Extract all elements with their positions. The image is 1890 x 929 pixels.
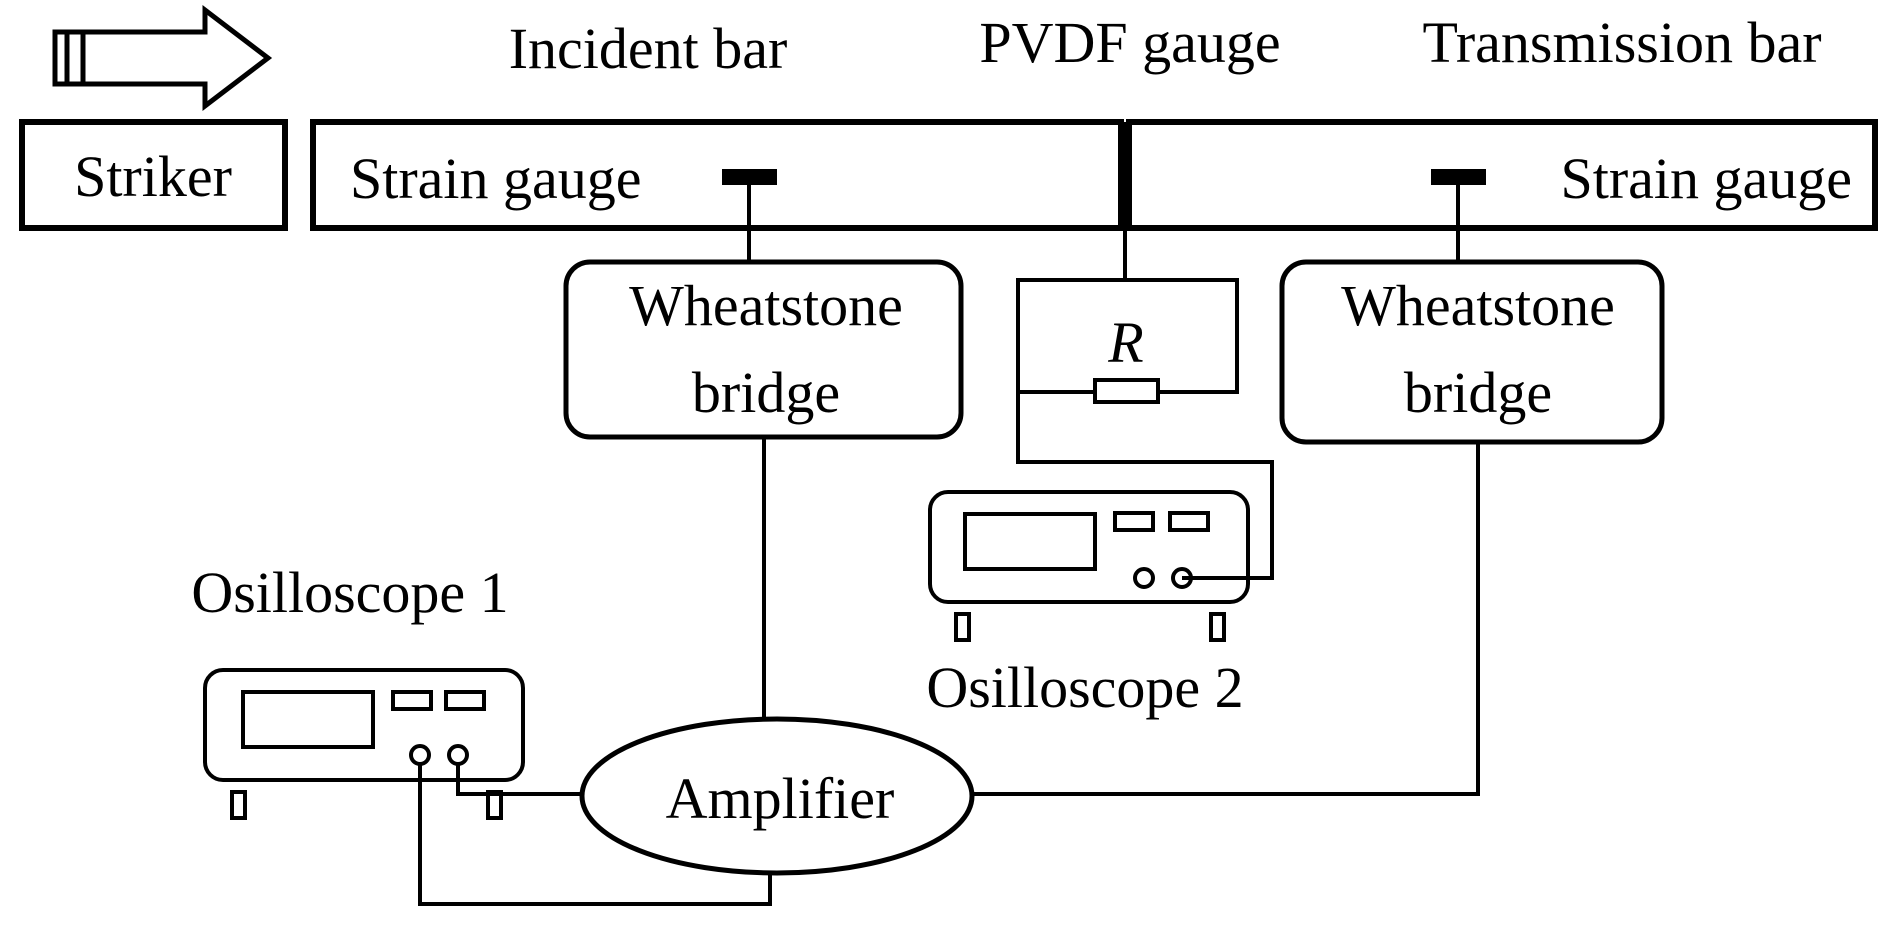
amplifier-wires: [418, 437, 1480, 906]
transmission-bar-label: Transmission bar: [1422, 10, 1821, 75]
oscilloscope-2-label: Osilloscope 2: [926, 655, 1243, 720]
amplifier-label: Amplifier: [666, 766, 895, 831]
strain-gauge-left-label: Strain gauge: [350, 146, 642, 211]
wheatstone-left-line1: Wheatstone: [629, 273, 903, 338]
resistor-label: R: [1107, 310, 1143, 375]
striker-label: Striker: [74, 144, 232, 209]
strain-gauge-right-icon: [1431, 169, 1486, 185]
transmission-bar: [1126, 119, 1878, 231]
strain-gauge-left-icon: [722, 169, 777, 185]
resistor-circuit: [1016, 278, 1274, 580]
resistor-icon: [1093, 378, 1160, 404]
wheatstone-right-line2: bridge: [1404, 360, 1552, 425]
incident-bar: [310, 119, 1124, 231]
wheatstone-left-line2: bridge: [692, 360, 840, 425]
oscilloscope-2-icon: [928, 490, 1250, 642]
striker-bar: [19, 119, 288, 231]
strain-gauge-right-label: Strain gauge: [1560, 146, 1852, 211]
oscilloscope-1-label: Osilloscope 1: [191, 560, 508, 625]
incident-bar-label: Incident bar: [509, 16, 788, 81]
striker-arrow-icon: [52, 4, 273, 112]
wheatstone-bridge-right: [1279, 259, 1665, 445]
wheatstone-right-line1: Wheatstone: [1341, 273, 1615, 338]
pvdf-gauge-label: PVDF gauge: [979, 10, 1280, 75]
